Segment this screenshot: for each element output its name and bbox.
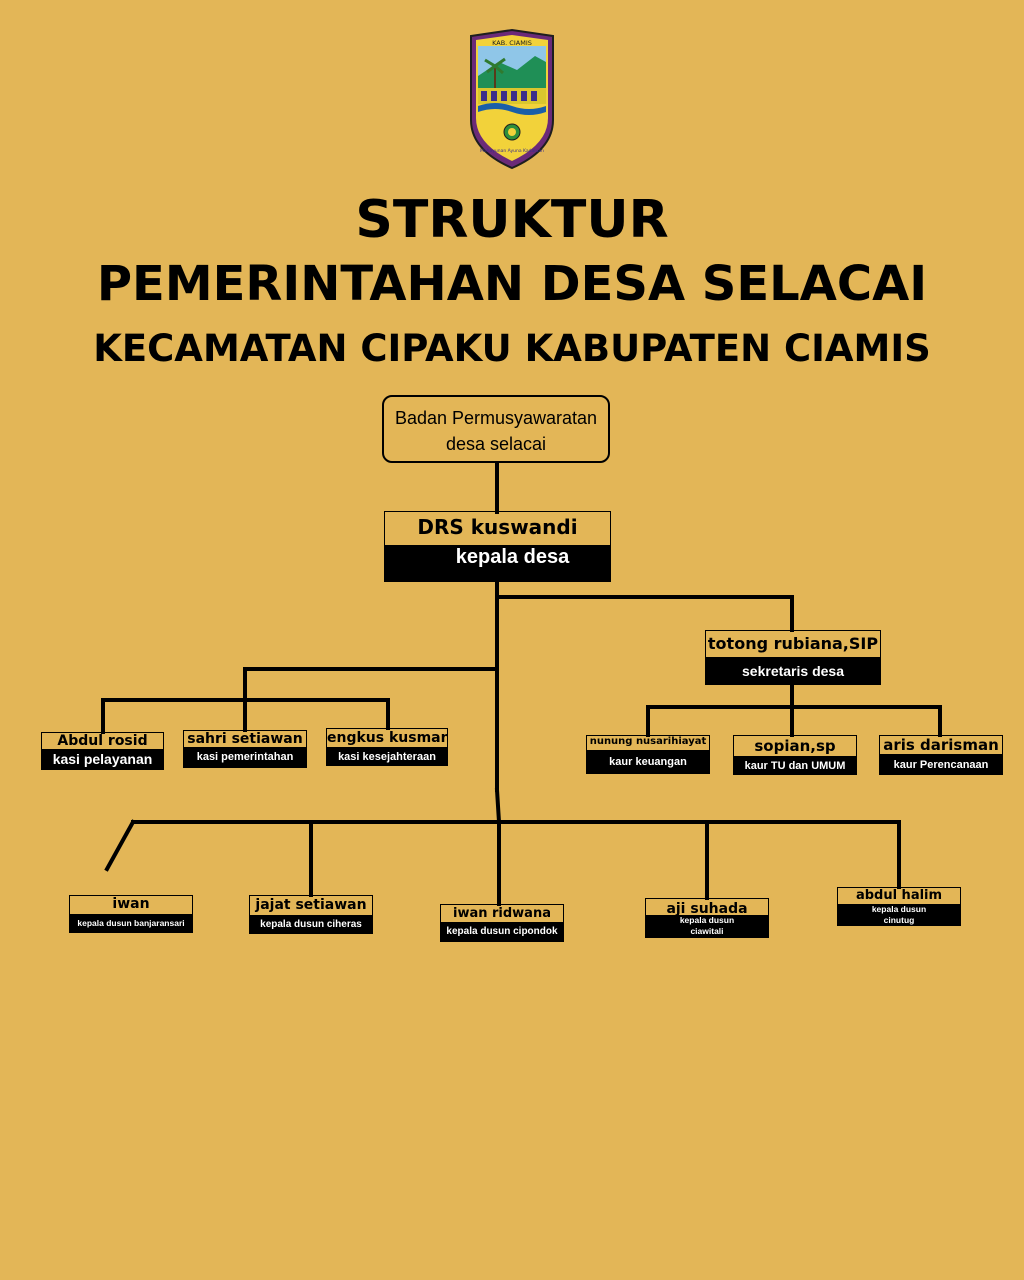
dusun-name: jajat setiawan bbox=[255, 897, 367, 913]
sekretaris-name: totong rubiana,SIP bbox=[707, 634, 879, 653]
dusun-name: aji suhada bbox=[666, 901, 748, 915]
ciamis-emblem: KAB. CIAMIS Mahayunan Ayuna Kadaluan bbox=[470, 28, 554, 170]
emblem-motto: Mahayunan Ayuna Kadaluan bbox=[480, 148, 544, 154]
bpd-box: Badan Permusyawaratan desa selacai bbox=[382, 395, 610, 463]
kaur-role: kaur Perencanaan bbox=[880, 754, 1002, 774]
emblem-top-text: KAB. CIAMIS bbox=[492, 39, 532, 47]
kaur-box-2: sopian,sp kaur TU dan UMUM bbox=[733, 735, 857, 775]
kaur-box-3: aris darisman kaur Perencanaan bbox=[879, 735, 1003, 775]
title-line-1: STRUKTUR bbox=[355, 190, 669, 250]
kasi-role: kasi pelayanan bbox=[42, 749, 163, 769]
kepala-desa-name: DRS kuswandi bbox=[417, 515, 578, 539]
title-line-2: PEMERINTAHAN DESA SELACAI bbox=[96, 256, 928, 312]
sekretaris-box: totong rubiana,SIP sekretaris desa bbox=[705, 630, 881, 685]
dusun-role: kepala dusun ciawitali bbox=[646, 915, 768, 937]
kaur-name: nunung nusarihiayat bbox=[589, 736, 707, 747]
kasi-role: kasi kesejahteraan bbox=[327, 747, 447, 765]
kaur-name: aris darisman bbox=[883, 736, 999, 754]
kasi-role: kasi pemerintahan bbox=[184, 747, 306, 767]
bpd-line-2: desa selacai bbox=[445, 434, 547, 454]
bpd-line-1: Badan Permusyawaratan bbox=[394, 408, 598, 428]
kasi-name: Abdul rosid bbox=[57, 733, 148, 749]
dusun-role: kepala dusun banjaransari bbox=[70, 914, 192, 932]
kaur-name: sopian,sp bbox=[754, 737, 836, 755]
kepala-desa-role: kepala desa bbox=[385, 545, 610, 581]
kaur-box-1: nunung nusarihiayat kaur keuangan bbox=[586, 735, 710, 774]
dusun-box-4: aji suhada kepala dusun ciawitali bbox=[645, 898, 769, 938]
kaur-role: kaur keuangan bbox=[587, 750, 709, 773]
kepala-desa-box: DRS kuswandi kepala desa bbox=[384, 511, 611, 582]
dusun-name: abdul halim bbox=[855, 888, 943, 903]
dusun-role: kepala dusun cipondok bbox=[441, 922, 563, 941]
dusun-box-5: abdul halim kepala dusun cinutug bbox=[837, 887, 961, 926]
title-line-3: KECAMATAN CIPAKU KABUPATEN CIAMIS bbox=[93, 327, 931, 370]
kasi-box-2: sahri setiawan kasi pemerintahan bbox=[183, 730, 307, 768]
dusun-box-1: iwan kepala dusun banjaransari bbox=[69, 895, 193, 933]
dusun-role: kepala dusun ciheras bbox=[250, 915, 372, 933]
kasi-name: sahri setiawan bbox=[187, 731, 303, 747]
kasi-box-1: Abdul rosid kasi pelayanan bbox=[41, 732, 164, 770]
dusun-name: iwan ridwana bbox=[452, 906, 551, 921]
dusun-role: kepala dusun cinutug bbox=[838, 904, 960, 925]
kaur-role: kaur TU dan UMUM bbox=[734, 756, 856, 774]
kasi-box-3: engkus kusman kasi kesejahteraan bbox=[326, 728, 448, 766]
dusun-name: iwan bbox=[112, 896, 150, 912]
dusun-box-2: jajat setiawan kepala dusun ciheras bbox=[249, 895, 373, 934]
kasi-name: engkus kusman bbox=[327, 730, 447, 746]
sekretaris-role: sekretaris desa bbox=[706, 657, 880, 684]
dusun-box-3: iwan ridwana kepala dusun cipondok bbox=[440, 904, 564, 942]
